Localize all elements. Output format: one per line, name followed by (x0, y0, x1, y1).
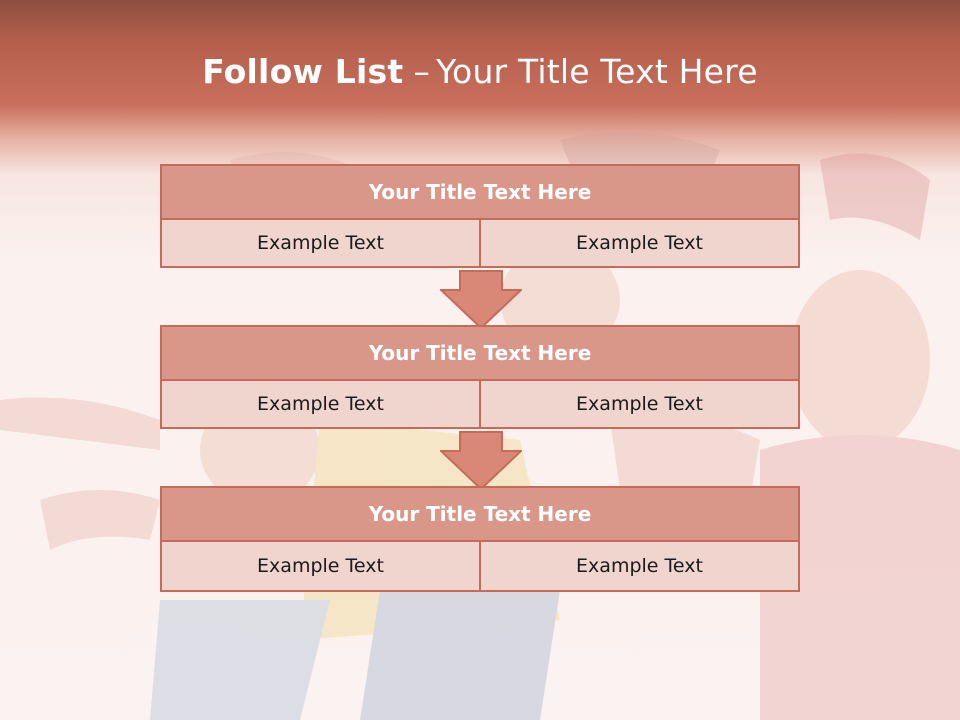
step-heading[interactable]: Your Title Text Here (160, 325, 800, 381)
step-cell-right[interactable]: Example Text (479, 218, 800, 268)
step-cell-right[interactable]: Example Text (479, 540, 800, 592)
step-cell-left[interactable]: Example Text (160, 540, 481, 592)
step-heading[interactable]: Your Title Text Here (160, 164, 800, 220)
step-cell-left[interactable]: Example Text (160, 218, 481, 268)
title-rest: Your Title Text Here (436, 52, 758, 91)
step-row: Example Text Example Text (160, 218, 800, 268)
step-box-2: Your Title Text Here Example Text Exampl… (160, 325, 800, 429)
down-arrow-icon (440, 431, 522, 491)
step-cell-left[interactable]: Example Text (160, 379, 481, 429)
down-arrow-icon (440, 270, 522, 330)
title-separator: – (413, 52, 431, 91)
step-row: Example Text Example Text (160, 379, 800, 429)
step-heading[interactable]: Your Title Text Here (160, 486, 800, 542)
step-box-3: Your Title Text Here Example Text Exampl… (160, 486, 800, 592)
title-bold: Follow List (202, 52, 404, 91)
slide-title: Follow List–Your Title Text Here (0, 52, 960, 91)
step-row: Example Text Example Text (160, 540, 800, 592)
step-cell-right[interactable]: Example Text (479, 379, 800, 429)
step-box-1: Your Title Text Here Example Text Exampl… (160, 164, 800, 268)
